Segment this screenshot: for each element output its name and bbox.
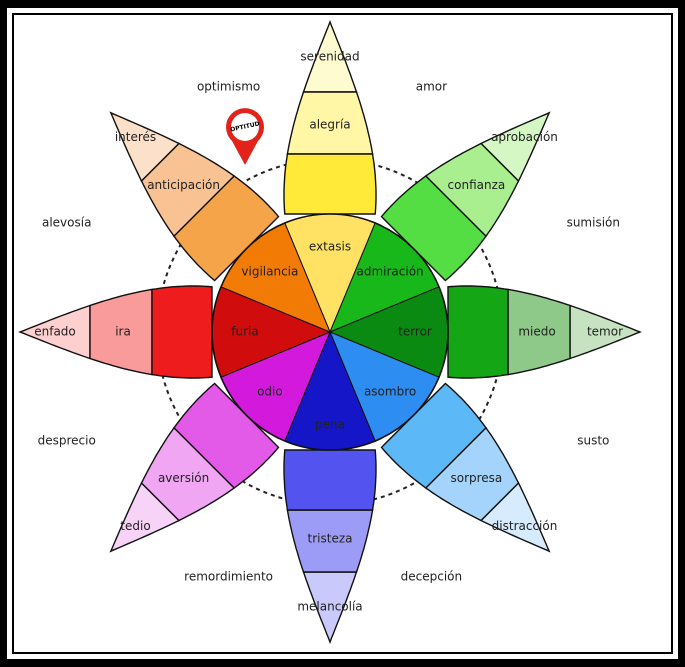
ira-group-inner-label: furia bbox=[231, 325, 258, 339]
inner-circle-outline bbox=[211, 213, 449, 451]
anticipacion-group-middle-band bbox=[173, 175, 280, 282]
aversion-group-outer-label: tedio bbox=[120, 519, 150, 533]
aprobacion-group-tip bbox=[479, 111, 551, 183]
aprobacion-group-outer-label: aprobación bbox=[491, 130, 558, 144]
anticipacion-group-outer-label: interés bbox=[115, 130, 156, 144]
pin-inner-circle bbox=[231, 113, 259, 141]
serenidad-group-tip bbox=[302, 20, 358, 93]
dyad-label-6: alevosía bbox=[42, 215, 91, 229]
ira-group-middle-label: ira bbox=[115, 325, 131, 339]
dyad-label-1: sumisión bbox=[567, 215, 620, 229]
tristeza-group-outer-label: melancolía bbox=[297, 600, 362, 614]
serenidad-group-middle-band bbox=[283, 153, 377, 215]
dyad-label-7: optimismo bbox=[197, 80, 260, 94]
ira-group-outer-label: enfado bbox=[34, 325, 76, 339]
serenidad-group-outer-band bbox=[286, 91, 374, 155]
dyad-label-5: desprecio bbox=[38, 434, 96, 448]
tristeza-group-outer-band bbox=[286, 509, 374, 573]
ira-group-tip bbox=[18, 304, 91, 360]
anticipacion-group-inner-label: vigilancia bbox=[241, 264, 298, 278]
miedo-group-outer-band bbox=[507, 288, 571, 376]
ira-group-outer-band bbox=[89, 288, 153, 376]
miedo-group-middle-band bbox=[447, 285, 509, 379]
ira-group-middle-band bbox=[151, 285, 213, 379]
aversion-group-middle-label: aversión bbox=[158, 471, 209, 485]
tristeza-group-middle-band bbox=[283, 449, 377, 511]
serenidad-group-inner-label: extasis bbox=[309, 240, 351, 254]
aprobacion-group-outer-band bbox=[424, 142, 520, 238]
serenidad-group-middle-label: alegría bbox=[309, 118, 350, 132]
aversion-group-middle-band bbox=[173, 382, 280, 489]
anticipacion-group-tip bbox=[109, 111, 181, 183]
miedo-group-tip bbox=[569, 304, 642, 360]
sorpresa-group-inner-label: asombro bbox=[364, 385, 416, 399]
miedo-group-inner-label: terror bbox=[398, 325, 432, 339]
dyad-label-0: amor bbox=[416, 80, 447, 94]
miedo-group-middle-label: miedo bbox=[518, 325, 555, 339]
miedo-group-outer-label: temor bbox=[587, 325, 623, 339]
aversion-group-outer-band bbox=[140, 426, 236, 522]
aprobacion-group-inner-label: admiración bbox=[357, 264, 424, 278]
aversion-group-tip bbox=[109, 481, 181, 553]
sorpresa-group-middle-band bbox=[380, 382, 487, 489]
serenidad-group-outer-label: serenidad bbox=[300, 50, 359, 64]
aversion-group-inner-label: odio bbox=[257, 385, 283, 399]
aprobacion-group-middle-band bbox=[380, 175, 487, 282]
optitud-pin-badge: OPTITUD bbox=[226, 108, 264, 165]
sorpresa-group-outer-band bbox=[424, 426, 520, 522]
anticipacion-group-outer-band bbox=[140, 142, 236, 238]
tristeza-group-inner-label: pena bbox=[315, 418, 345, 432]
tristeza-group-tip bbox=[302, 571, 358, 644]
dyad-label-4: remordimiento bbox=[184, 569, 273, 583]
anticipacion-group-middle-label: anticipación bbox=[147, 178, 220, 192]
sorpresa-group-tip bbox=[479, 481, 551, 553]
tristeza-group-middle-label: tristeza bbox=[308, 532, 353, 546]
sorpresa-group-outer-label: distracción bbox=[492, 519, 558, 533]
sorpresa-group-middle-label: sorpresa bbox=[450, 471, 502, 485]
dyad-label-3: decepción bbox=[401, 569, 462, 583]
dyad-label-2: susto bbox=[577, 434, 609, 448]
aprobacion-group-middle-label: confianza bbox=[448, 178, 506, 192]
